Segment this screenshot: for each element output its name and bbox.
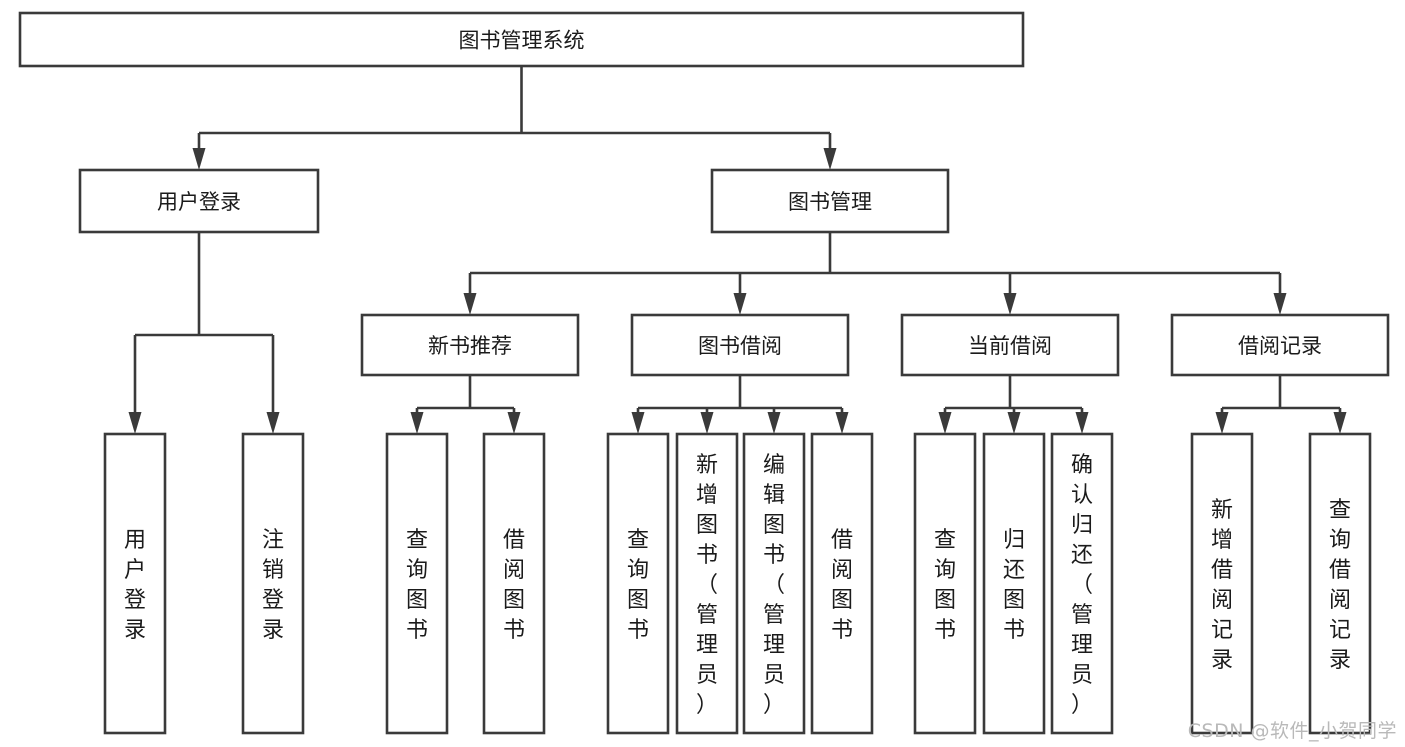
node-leaf-edit-book[interactable]: 编辑图书（管理员） — [742, 432, 806, 735]
node-box-book-borrow[interactable] — [630, 313, 850, 377]
node-box-leaf-user-logout[interactable] — [241, 432, 305, 735]
node-box-leaf-borrow-book-1[interactable] — [482, 432, 546, 735]
node-box-leaf-return-book[interactable] — [982, 432, 1046, 735]
arrow-head-book-borrow-1 — [700, 412, 714, 434]
node-leaf-add-book[interactable]: 新增图书（管理员） — [675, 432, 739, 735]
arrow-head-book-borrow-0 — [631, 412, 645, 434]
node-box-borrow-record[interactable] — [1170, 313, 1390, 377]
node-box-current-borrow[interactable] — [900, 313, 1120, 377]
arrow-head-root-1 — [823, 148, 837, 170]
node-box-leaf-edit-book[interactable] — [742, 432, 806, 735]
node-label-leaf-add-book: 新增图书（管理员） — [696, 453, 718, 718]
node-box-leaf-add-book[interactable] — [675, 432, 739, 735]
arrow-head-borrow-record-0 — [1215, 412, 1229, 434]
node-leaf-query-book-2[interactable]: 查询图书 — [606, 432, 670, 735]
node-user-login[interactable]: 用户登录 — [78, 168, 320, 234]
node-label-leaf-borrow-book-1: 借阅图书 — [503, 528, 525, 643]
node-box-root[interactable] — [18, 11, 1025, 68]
arrow-head-user-login-0 — [128, 412, 142, 434]
node-leaf-query-record[interactable]: 查询借阅记录 — [1308, 432, 1372, 735]
arrow-head-book-management-3 — [1273, 293, 1287, 315]
node-label-current-borrow: 当前借阅 — [968, 334, 1052, 358]
node-box-leaf-borrow-book-2[interactable] — [810, 432, 874, 735]
node-current-borrow[interactable]: 当前借阅 — [900, 313, 1120, 377]
node-label-new-book-recommend: 新书推荐 — [428, 334, 512, 358]
node-label-user-login: 用户登录 — [157, 190, 241, 214]
node-leaf-query-book-1[interactable]: 查询图书 — [385, 432, 449, 735]
arrow-head-root-0 — [192, 148, 206, 170]
node-label-leaf-user-login: 用户登录 — [124, 528, 146, 643]
node-box-leaf-add-record[interactable] — [1190, 432, 1254, 735]
node-label-leaf-query-book-3: 查询图书 — [934, 528, 956, 643]
node-label-leaf-edit-book: 编辑图书（管理员） — [763, 453, 785, 718]
node-new-book-recommend[interactable]: 新书推荐 — [360, 313, 580, 377]
arrow-head-current-borrow-2 — [1075, 412, 1089, 434]
node-label-leaf-borrow-book-2: 借阅图书 — [831, 528, 853, 643]
node-leaf-query-book-3[interactable]: 查询图书 — [913, 432, 977, 735]
node-layer: 图书管理系统用户登录图书管理用户登录注销登录新书推荐查询图书借阅图书图书借阅查询… — [18, 11, 1390, 735]
arrow-head-book-management-2 — [1003, 293, 1017, 315]
node-label-leaf-user-logout: 注销登录 — [262, 528, 284, 643]
arrow-head-user-login-1 — [266, 412, 280, 434]
node-root[interactable]: 图书管理系统 — [18, 11, 1025, 68]
node-leaf-user-login[interactable]: 用户登录 — [103, 432, 167, 735]
node-leaf-borrow-book-1[interactable]: 借阅图书 — [482, 432, 546, 735]
node-box-user-login[interactable] — [78, 168, 320, 234]
arrow-head-current-borrow-0 — [938, 412, 952, 434]
node-label-leaf-confirm-return: 确认归还（管理员） — [1071, 453, 1093, 718]
node-box-leaf-query-record[interactable] — [1308, 432, 1372, 735]
node-book-management[interactable]: 图书管理 — [710, 168, 950, 234]
node-label-book-management: 图书管理 — [788, 190, 872, 214]
node-leaf-return-book[interactable]: 归还图书 — [982, 432, 1046, 735]
arrow-head-book-management-0 — [463, 293, 477, 315]
node-box-book-management[interactable] — [710, 168, 950, 234]
node-label-leaf-query-book-1: 查询图书 — [406, 528, 428, 643]
arrow-head-current-borrow-1 — [1007, 412, 1021, 434]
node-box-leaf-query-book-1[interactable] — [385, 432, 449, 735]
node-leaf-user-logout[interactable]: 注销登录 — [241, 432, 305, 735]
node-book-borrow[interactable]: 图书借阅 — [630, 313, 850, 377]
node-box-leaf-user-login[interactable] — [103, 432, 167, 735]
arrow-head-borrow-record-1 — [1333, 412, 1347, 434]
node-label-book-borrow: 图书借阅 — [698, 334, 782, 358]
arrow-head-new-book-recommend-1 — [507, 412, 521, 434]
node-label-leaf-query-record: 查询借阅记录 — [1329, 498, 1351, 673]
node-label-root: 图书管理系统 — [459, 29, 585, 53]
arrow-head-new-book-recommend-0 — [410, 412, 424, 434]
csdn-watermark: CSDN @软件_小贺同学 — [1187, 720, 1397, 742]
arrow-head-book-borrow-3 — [835, 412, 849, 434]
node-label-borrow-record: 借阅记录 — [1238, 334, 1322, 358]
node-leaf-borrow-book-2[interactable]: 借阅图书 — [810, 432, 874, 735]
node-box-leaf-query-book-2[interactable] — [606, 432, 670, 735]
node-borrow-record[interactable]: 借阅记录 — [1170, 313, 1390, 377]
arrow-head-book-management-1 — [733, 293, 747, 315]
connector-layer — [128, 66, 1347, 434]
node-box-leaf-query-book-3[interactable] — [913, 432, 977, 735]
node-label-leaf-query-book-2: 查询图书 — [627, 528, 649, 643]
node-label-leaf-return-book: 归还图书 — [1003, 528, 1025, 643]
node-box-new-book-recommend[interactable] — [360, 313, 580, 377]
node-leaf-add-record[interactable]: 新增借阅记录 — [1190, 432, 1254, 735]
node-box-leaf-confirm-return[interactable] — [1050, 432, 1114, 735]
node-label-leaf-add-record: 新增借阅记录 — [1211, 498, 1233, 673]
node-leaf-confirm-return[interactable]: 确认归还（管理员） — [1050, 432, 1114, 735]
arrow-head-book-borrow-2 — [767, 412, 781, 434]
